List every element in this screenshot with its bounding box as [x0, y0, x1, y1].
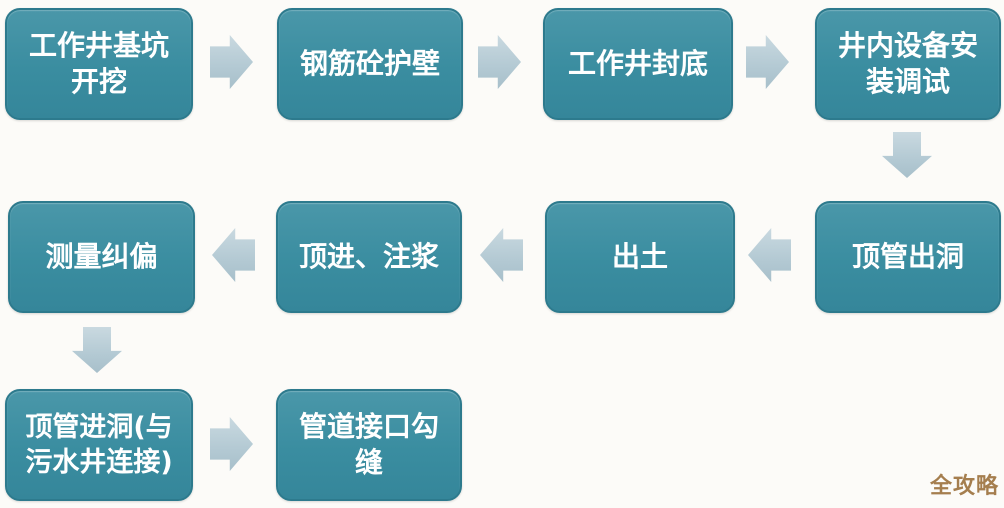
flow-step-survey-correction: 测量纠偏	[8, 201, 195, 313]
arrow-right-icon	[746, 35, 789, 89]
arrow-left-icon	[212, 228, 255, 282]
flow-step-pit-excavation: 工作井基坑 开挖	[5, 8, 193, 120]
flow-step-pipe-exit: 顶管出洞	[815, 201, 1001, 313]
watermark-text: 全攻略	[929, 474, 999, 499]
arrow-down-icon	[882, 132, 932, 178]
arrow-down-icon	[72, 327, 122, 373]
arrow-right-icon	[210, 35, 253, 89]
flow-step-rc-wall: 钢筋砼护壁	[277, 8, 463, 120]
arrow-left-icon	[748, 228, 791, 282]
flow-step-joint-pointing: 管道接口勾 缝	[276, 389, 462, 501]
flow-step-soil-removal: 出土	[545, 201, 735, 313]
flow-step-equipment-install: 井内设备安 装调试	[815, 8, 1001, 120]
flow-step-pipe-entry: 顶管进洞(与 污水井连接)	[5, 389, 193, 501]
flow-step-well-sealing: 工作井封底	[543, 8, 733, 120]
arrow-right-icon	[210, 417, 253, 471]
flow-step-jacking-grouting: 顶进、注浆	[276, 201, 462, 313]
arrow-left-icon	[480, 228, 523, 282]
arrow-right-icon	[478, 35, 521, 89]
